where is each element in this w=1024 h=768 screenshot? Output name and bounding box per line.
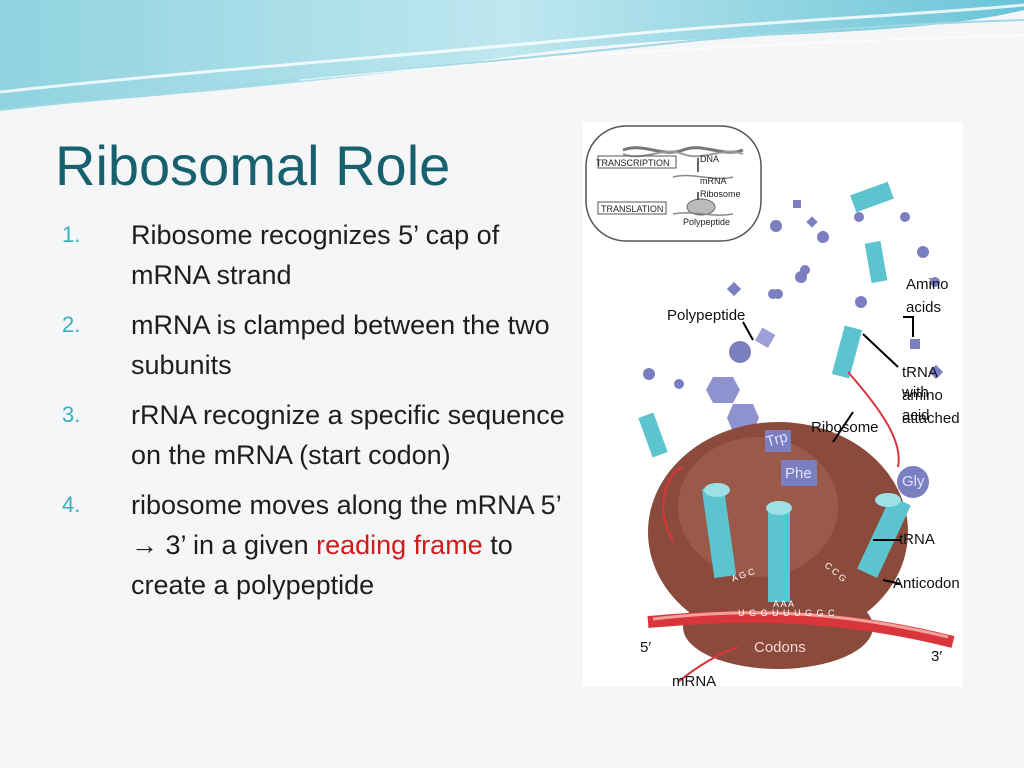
list-number: 4. [62,492,81,517]
inset-translation-label: TRANSLATION [601,204,664,214]
inset-mrna-label: mRNA [700,176,727,186]
enter-arrow [847,371,900,468]
diagram-art [583,122,963,687]
list-number: 1. [62,222,81,247]
polypeptide-label: Polypeptide [667,307,746,324]
list-item: 2. mRNA is clamped between the two subun… [62,305,582,385]
trna-with-label: tRNA with [902,364,938,401]
trna-with-label-line3: attached [902,410,960,427]
trna-with-label-line2: amino acid [902,387,943,424]
list-text-end: to create a polypeptide [131,530,513,600]
three-prime-label: 3′ [931,648,943,665]
list-number: 3. [62,402,81,427]
codons-label: Codons [754,639,806,656]
mrna-direction-arrow [677,646,739,683]
phe-amino-acid [781,460,817,486]
right-arrow-icon: → [131,530,158,560]
bullet-list: 1. Ribosome recognizes 5’ cap of mRNA st… [62,215,582,615]
gly-amino-acid [897,466,929,498]
phe-label: Phe [785,465,812,482]
exit-arrow [662,466,684,543]
list-text-mid: 3’ in a given [158,530,317,560]
list-text-start: ribosome moves along the mRNA 5’ [131,490,561,520]
list-text: Ribosome recognizes 5’ cap of mRNA stran… [131,220,500,290]
pointer-lines [742,316,914,585]
inset-transcription-label: TRANSCRIPTION [596,158,670,168]
anticodon-label: Anticodon [893,575,960,592]
list-text: mRNA is clamped between the two subunits [131,310,550,380]
bound-trnas [701,483,911,602]
ribosome-label: Ribosome [811,419,879,436]
list-item: 3. rRNA recognize a specific sequence on… [62,395,582,475]
codon-sequence: U G G U U U G G C [738,608,836,618]
inset-dna-label: DNA [700,154,720,164]
anticodon-middle: A A A [773,599,795,609]
slide-title: Ribosomal Role [55,134,451,197]
five-prime-label: 5′ [640,639,652,656]
highlight-text: reading frame [316,530,483,560]
mrna-label: mRNA [672,673,717,690]
list-item: 1. Ribosome recognizes 5’ cap of mRNA st… [62,215,582,295]
list-text: rRNA recognize a specific sequence on th… [131,400,565,470]
overview-inset [585,125,762,242]
trp-amino-acid [765,430,791,452]
translation-diagram: DNA TRANSCRIPTION mRNA Ribosome TRANSLAT… [583,122,963,690]
gly-label: Gly [902,473,925,490]
mrna-strand [647,610,955,648]
amino-acids-label-line2: acids [906,299,942,316]
inset-ribosome-label: Ribosome [700,189,741,199]
list-item: 4. ribosome moves along the mRNA 5’ → 3’… [62,485,582,605]
list-number: 2. [62,312,81,337]
amino-acids-label: Amino [906,276,949,293]
inset-polypeptide-label: Polypeptide [683,217,731,227]
trna-label: tRNA [899,531,935,548]
free-trnas [638,181,894,458]
